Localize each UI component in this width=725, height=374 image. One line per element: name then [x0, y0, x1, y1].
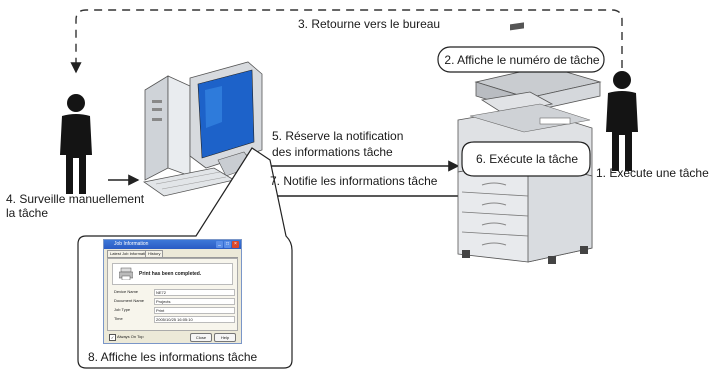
dialog-tabs: Latest Job Information History [107, 250, 238, 258]
message-box: Print has been completed. [112, 263, 233, 285]
step-1-label: 1. Exécute une tâche [596, 166, 709, 180]
computer-icon [143, 61, 263, 211]
maximize-icon[interactable]: □ [224, 241, 231, 248]
step-2-label: 2. Affiche le numéro de tâche [444, 53, 600, 67]
close-button[interactable]: Close [190, 333, 212, 342]
field-value: NE72 [154, 289, 235, 296]
help-button[interactable]: Help [214, 333, 236, 342]
step-3-label: 3. Retourne vers le bureau [298, 17, 441, 31]
field-label: Time [114, 316, 123, 321]
dialog-title-bar: Job Information _ □ × [104, 240, 241, 249]
tab-history[interactable]: History [145, 250, 164, 257]
always-on-top-label: Always On Top [117, 334, 144, 339]
always-on-top-checkbox[interactable]: ✓ [109, 334, 116, 341]
field-value: Print [154, 307, 235, 314]
job-information-dialog: Job Information _ □ × Latest Job Informa… [103, 239, 242, 344]
field-label: Device Name [114, 289, 139, 294]
person-icon [60, 94, 92, 194]
step-4-label-line2: la tâche [6, 206, 49, 220]
step-5-label-line1: 5. Réserve la notification [272, 129, 404, 143]
close-icon[interactable]: × [232, 241, 239, 248]
field-label: Document Name [114, 298, 145, 303]
dialog-footer: ✓ Always On Top Close Help [107, 332, 238, 342]
dialog-title: Job Information [114, 241, 149, 247]
step-5-label-line2: des informations tâche [272, 145, 393, 159]
field-value: Projects [154, 298, 235, 305]
person-icon [606, 71, 638, 171]
bubble-execute-job [461, 141, 591, 177]
minimize-icon[interactable]: _ [216, 241, 223, 248]
step-4-label-line1: 4. Surveille manuellement [6, 192, 145, 206]
step-6-label: 6. Exécute la tâche [475, 152, 579, 166]
dialog-panel: Print has been completed. Device Name NE… [107, 258, 238, 331]
step-8-label: 8. Affiche les informations tâche [88, 350, 258, 364]
printer-small-icon [119, 267, 133, 280]
field-label: Job Type [114, 307, 131, 312]
bubble-job-number [437, 46, 605, 73]
return-path-arrow [70, 9, 623, 74]
status-message: Print has been completed. [139, 271, 202, 277]
field-value: 2005/10/25 16:05:10 [154, 316, 235, 323]
step-7-label: 7. Notifie les informations tâche [270, 174, 438, 188]
